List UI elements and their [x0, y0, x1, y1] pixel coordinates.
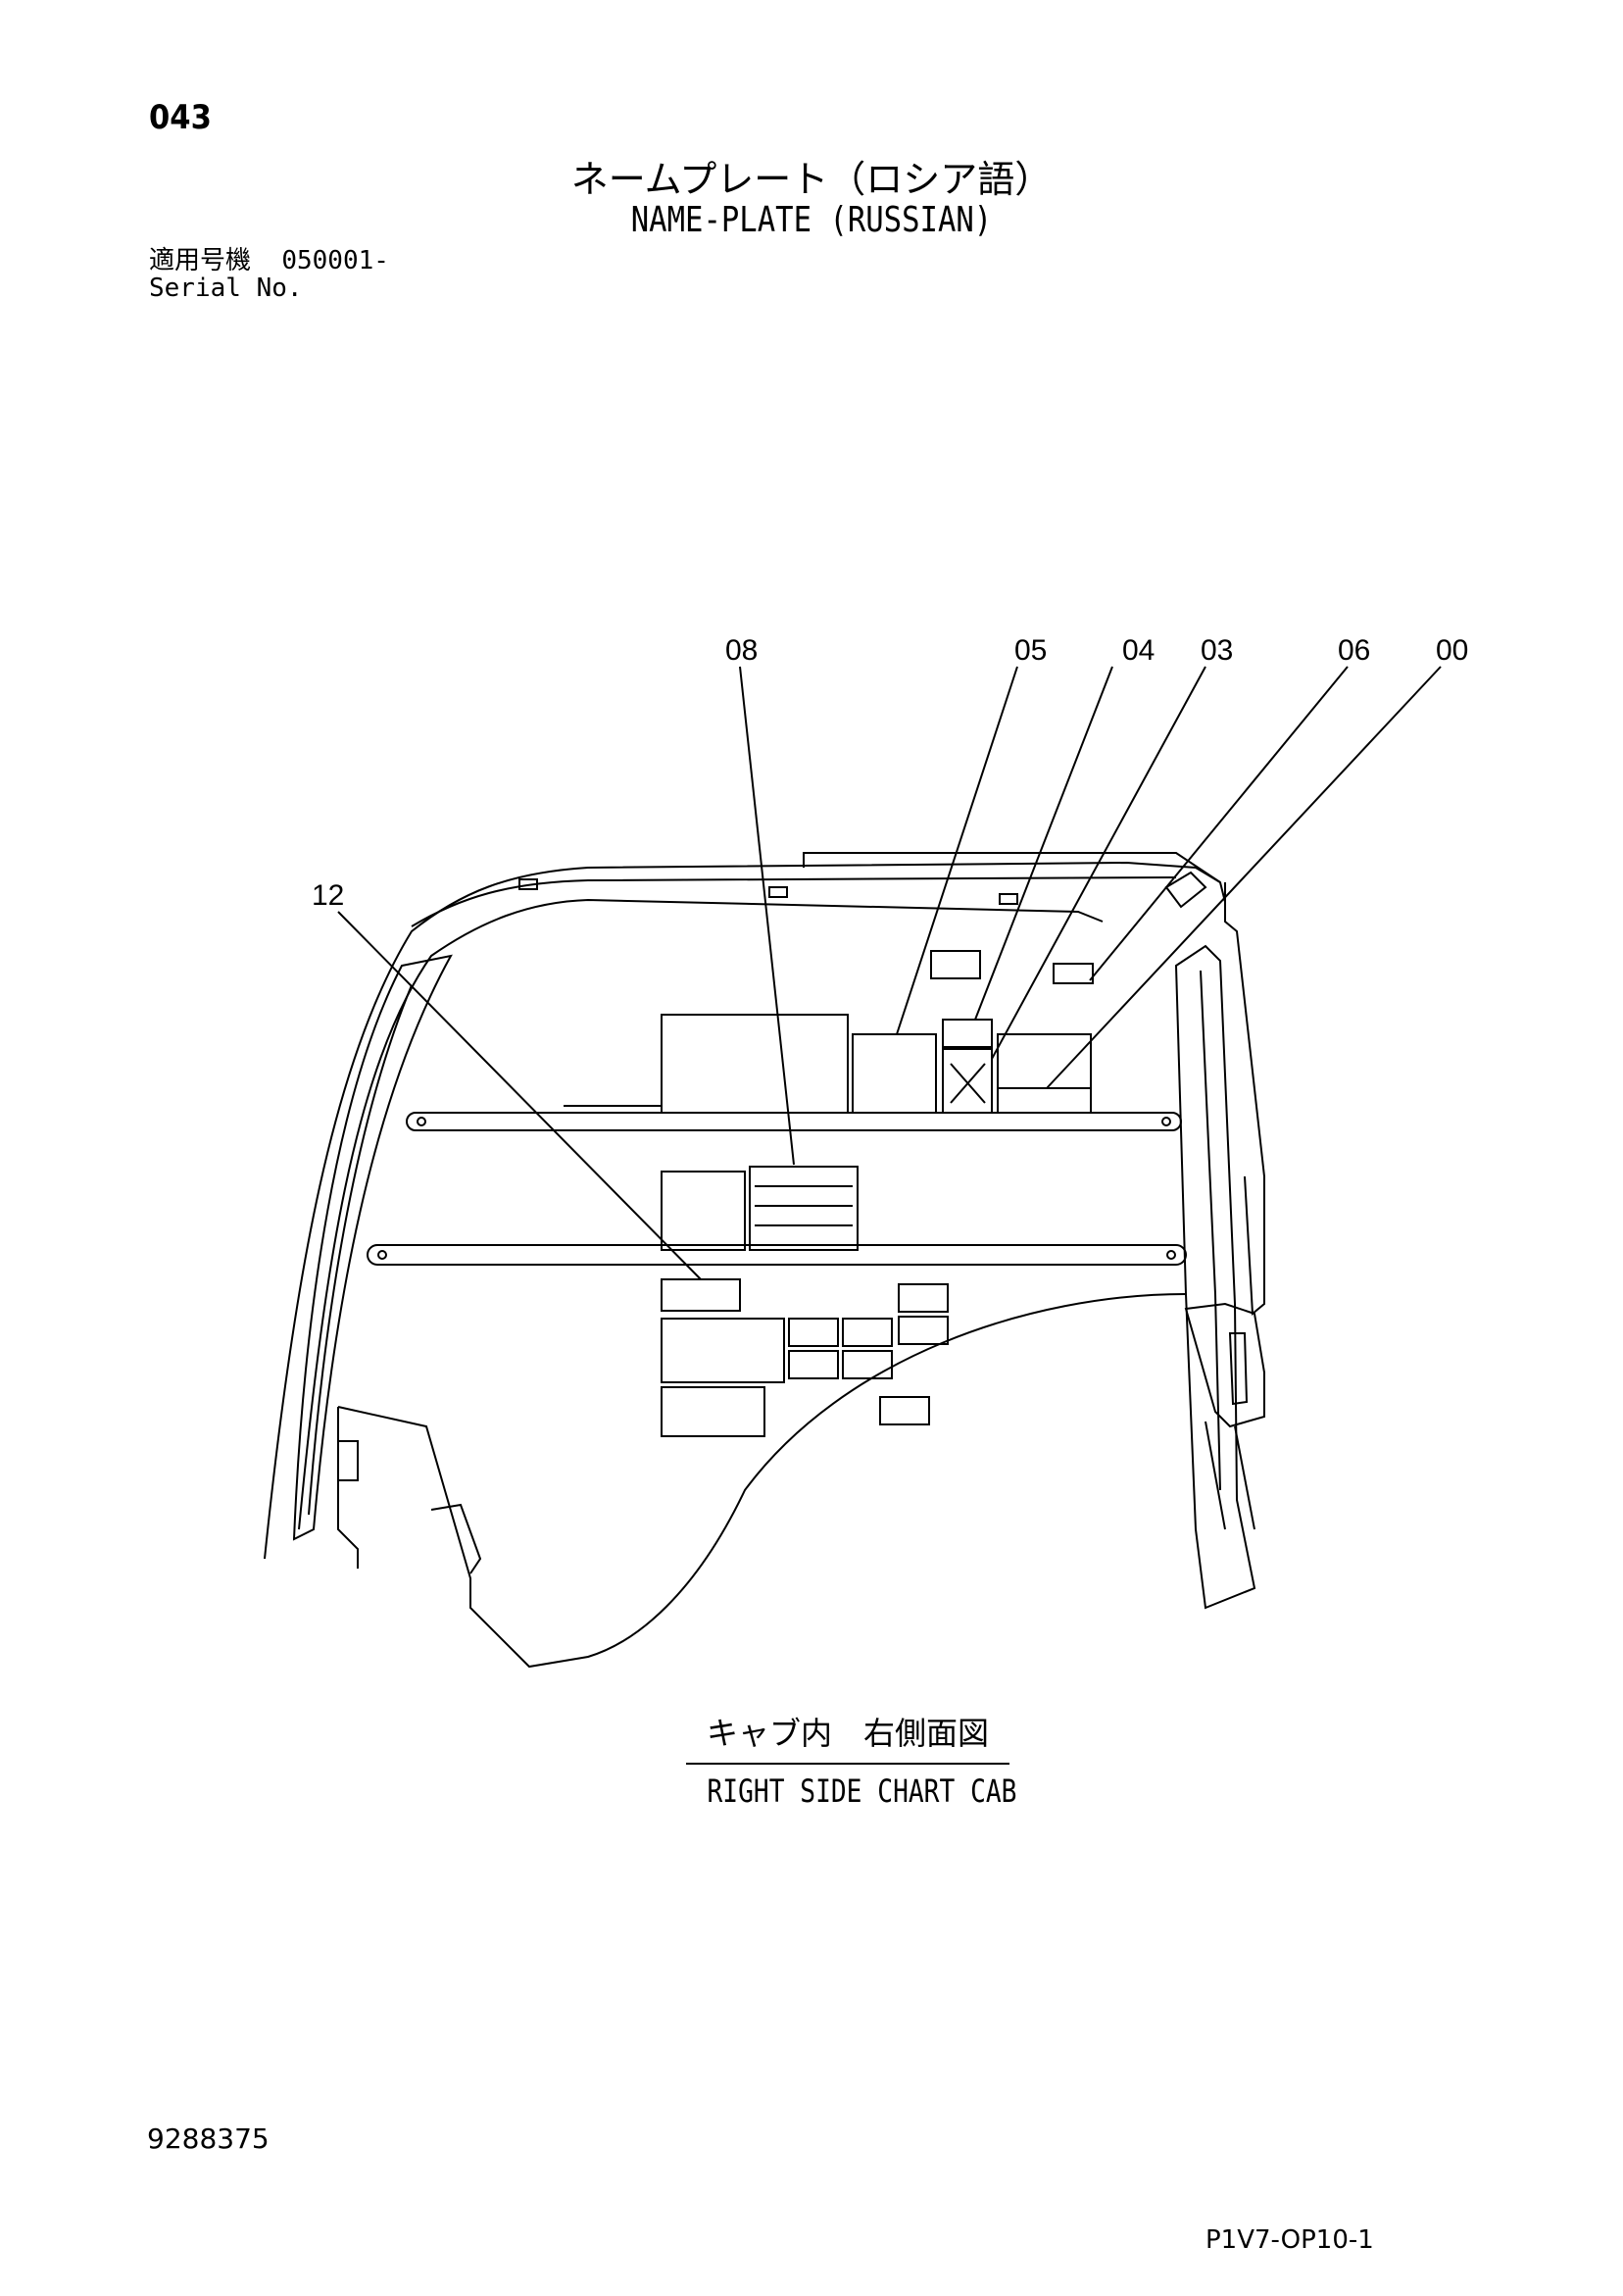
cab-roof-inner	[298, 898, 1104, 1530]
leader-06	[1089, 666, 1349, 981]
rear-outer-frame	[1224, 882, 1265, 1317]
label-05-plate	[852, 1033, 937, 1114]
label-04-plate	[942, 1019, 993, 1048]
leader-03	[991, 666, 1206, 1060]
panel-lower-small-7	[879, 1396, 930, 1425]
lower-handrail-bolt-left	[377, 1250, 387, 1260]
panel-lower-small-4	[842, 1350, 893, 1379]
title-english: NAME-PLATE (RUSSIAN)	[630, 200, 993, 240]
rear-handle-bracket	[1184, 1302, 1265, 1428]
callout-05: 05	[1014, 634, 1047, 667]
label-12-plate	[661, 1278, 741, 1312]
serial-block: 適用号機 050001- Serial No.	[149, 247, 389, 302]
cab-lower-left-panel	[337, 1407, 359, 1569]
panel-lower-small-1	[788, 1318, 839, 1347]
caption-underline	[686, 1763, 1009, 1765]
upper-handrail-bolt-right	[1161, 1117, 1171, 1126]
label-03-plate	[942, 1048, 993, 1114]
roof-clip-4	[1053, 963, 1094, 984]
panel-lower-small-6	[898, 1316, 949, 1345]
label-08-plate	[749, 1166, 859, 1251]
caption-english: RIGHT SIDE CHART CAB	[707, 1772, 1017, 1810]
callout-06: 06	[1338, 634, 1370, 667]
page-number: 043	[149, 98, 212, 137]
cab-lower-body	[337, 1293, 1187, 1669]
serial-label-en: Serial No.	[149, 274, 303, 303]
serial-label-jp: 適用号機	[149, 246, 252, 275]
cab-roof-outer	[264, 861, 1226, 1560]
cab-lower-bracket	[337, 1440, 359, 1481]
upper-handrail-bolt-left	[417, 1117, 426, 1126]
leader-04	[974, 666, 1113, 1021]
panel-lower-small-3	[788, 1350, 839, 1379]
cab-roof-step	[803, 852, 1221, 883]
cab-lower-inner	[430, 1503, 482, 1574]
callout-08: 08	[725, 634, 758, 667]
roof-clip-3	[999, 893, 1018, 905]
panel-lower-small-2	[842, 1318, 893, 1347]
document-number: 9288375	[147, 2122, 270, 2155]
callout-12: 12	[312, 879, 344, 912]
leader-12	[337, 911, 702, 1280]
roof-clip-2	[768, 886, 788, 898]
serial-value: 050001-	[281, 246, 389, 275]
roof-clip-1	[518, 878, 538, 890]
serial-row-jp: 適用号機 050001-	[149, 247, 389, 275]
label-03-cross-b	[950, 1063, 986, 1104]
rear-pillar	[1174, 944, 1256, 1610]
panel-large-upper	[661, 1014, 849, 1114]
rear-corner-bracket	[1164, 871, 1207, 909]
front-pillar	[292, 954, 453, 1541]
callout-04: 04	[1122, 634, 1155, 667]
panel-lower-large-2	[661, 1386, 765, 1437]
lower-handrail	[367, 1244, 1187, 1266]
leader-05	[896, 666, 1018, 1035]
cab-roof-top-line	[411, 876, 1177, 927]
rear-pillar-inner	[1200, 970, 1221, 1491]
label-00-plate	[997, 1087, 1092, 1114]
reference-code: P1V7-OP10-1	[1205, 2225, 1374, 2255]
lower-handrail-bolt-right	[1166, 1250, 1176, 1260]
title-japanese: ネームプレート（ロシア語）	[570, 158, 1053, 201]
rear-lower-line	[1205, 1421, 1255, 1530]
caption-japanese: キャブ内 右側面図	[706, 1715, 989, 1752]
front-pillar-inner	[308, 984, 413, 1516]
callout-00: 00	[1436, 634, 1468, 667]
leader-08	[739, 666, 795, 1166]
label-06-plate	[997, 1033, 1092, 1089]
panel-small-top-right	[930, 950, 981, 979]
panel-middle-left	[661, 1171, 746, 1251]
leader-00	[1046, 666, 1442, 1089]
upper-handrail	[406, 1112, 1182, 1131]
panel-lower-small-5	[898, 1283, 949, 1313]
panel-lower-large-1	[661, 1318, 785, 1383]
callout-03: 03	[1201, 634, 1233, 667]
